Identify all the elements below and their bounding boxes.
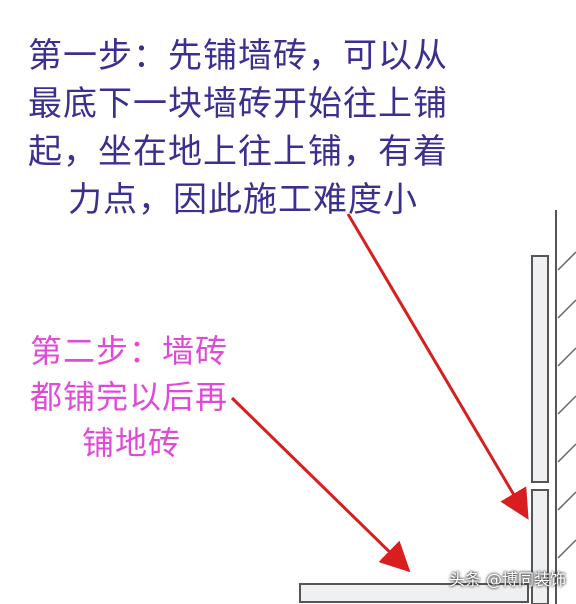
step2-line-3: 铺地砖 bbox=[82, 424, 182, 462]
step1-line-3: 起，坐在地上往上铺，有着 bbox=[28, 132, 448, 172]
watermark: 头条 @博同装饰 bbox=[448, 570, 566, 589]
step1-line-4: 力点，因此施工难度小 bbox=[68, 180, 418, 220]
step1-line-1: 第一步：先铺墙砖，可以从 bbox=[28, 36, 448, 76]
wall-tile-upper bbox=[531, 255, 549, 483]
arrow-step2 bbox=[230, 396, 411, 573]
step2-text: 第二步：墙砖 都铺完以后再 铺地砖 bbox=[30, 328, 228, 466]
arrow-step1 bbox=[346, 213, 529, 520]
wall-hatching bbox=[557, 251, 576, 559]
step1-line-2: 最底下一块墙砖开始往上铺 bbox=[28, 84, 448, 124]
wall-tile-lower bbox=[531, 489, 549, 604]
step1-text: 第一步：先铺墙砖，可以从 最底下一块墙砖开始往上铺 起，坐在地上往上铺，有着 力… bbox=[28, 32, 498, 224]
step2-line-1: 第二步：墙砖 bbox=[30, 332, 229, 370]
floor-tile bbox=[299, 583, 529, 603]
step2-line-2: 都铺完以后再 bbox=[30, 378, 229, 416]
